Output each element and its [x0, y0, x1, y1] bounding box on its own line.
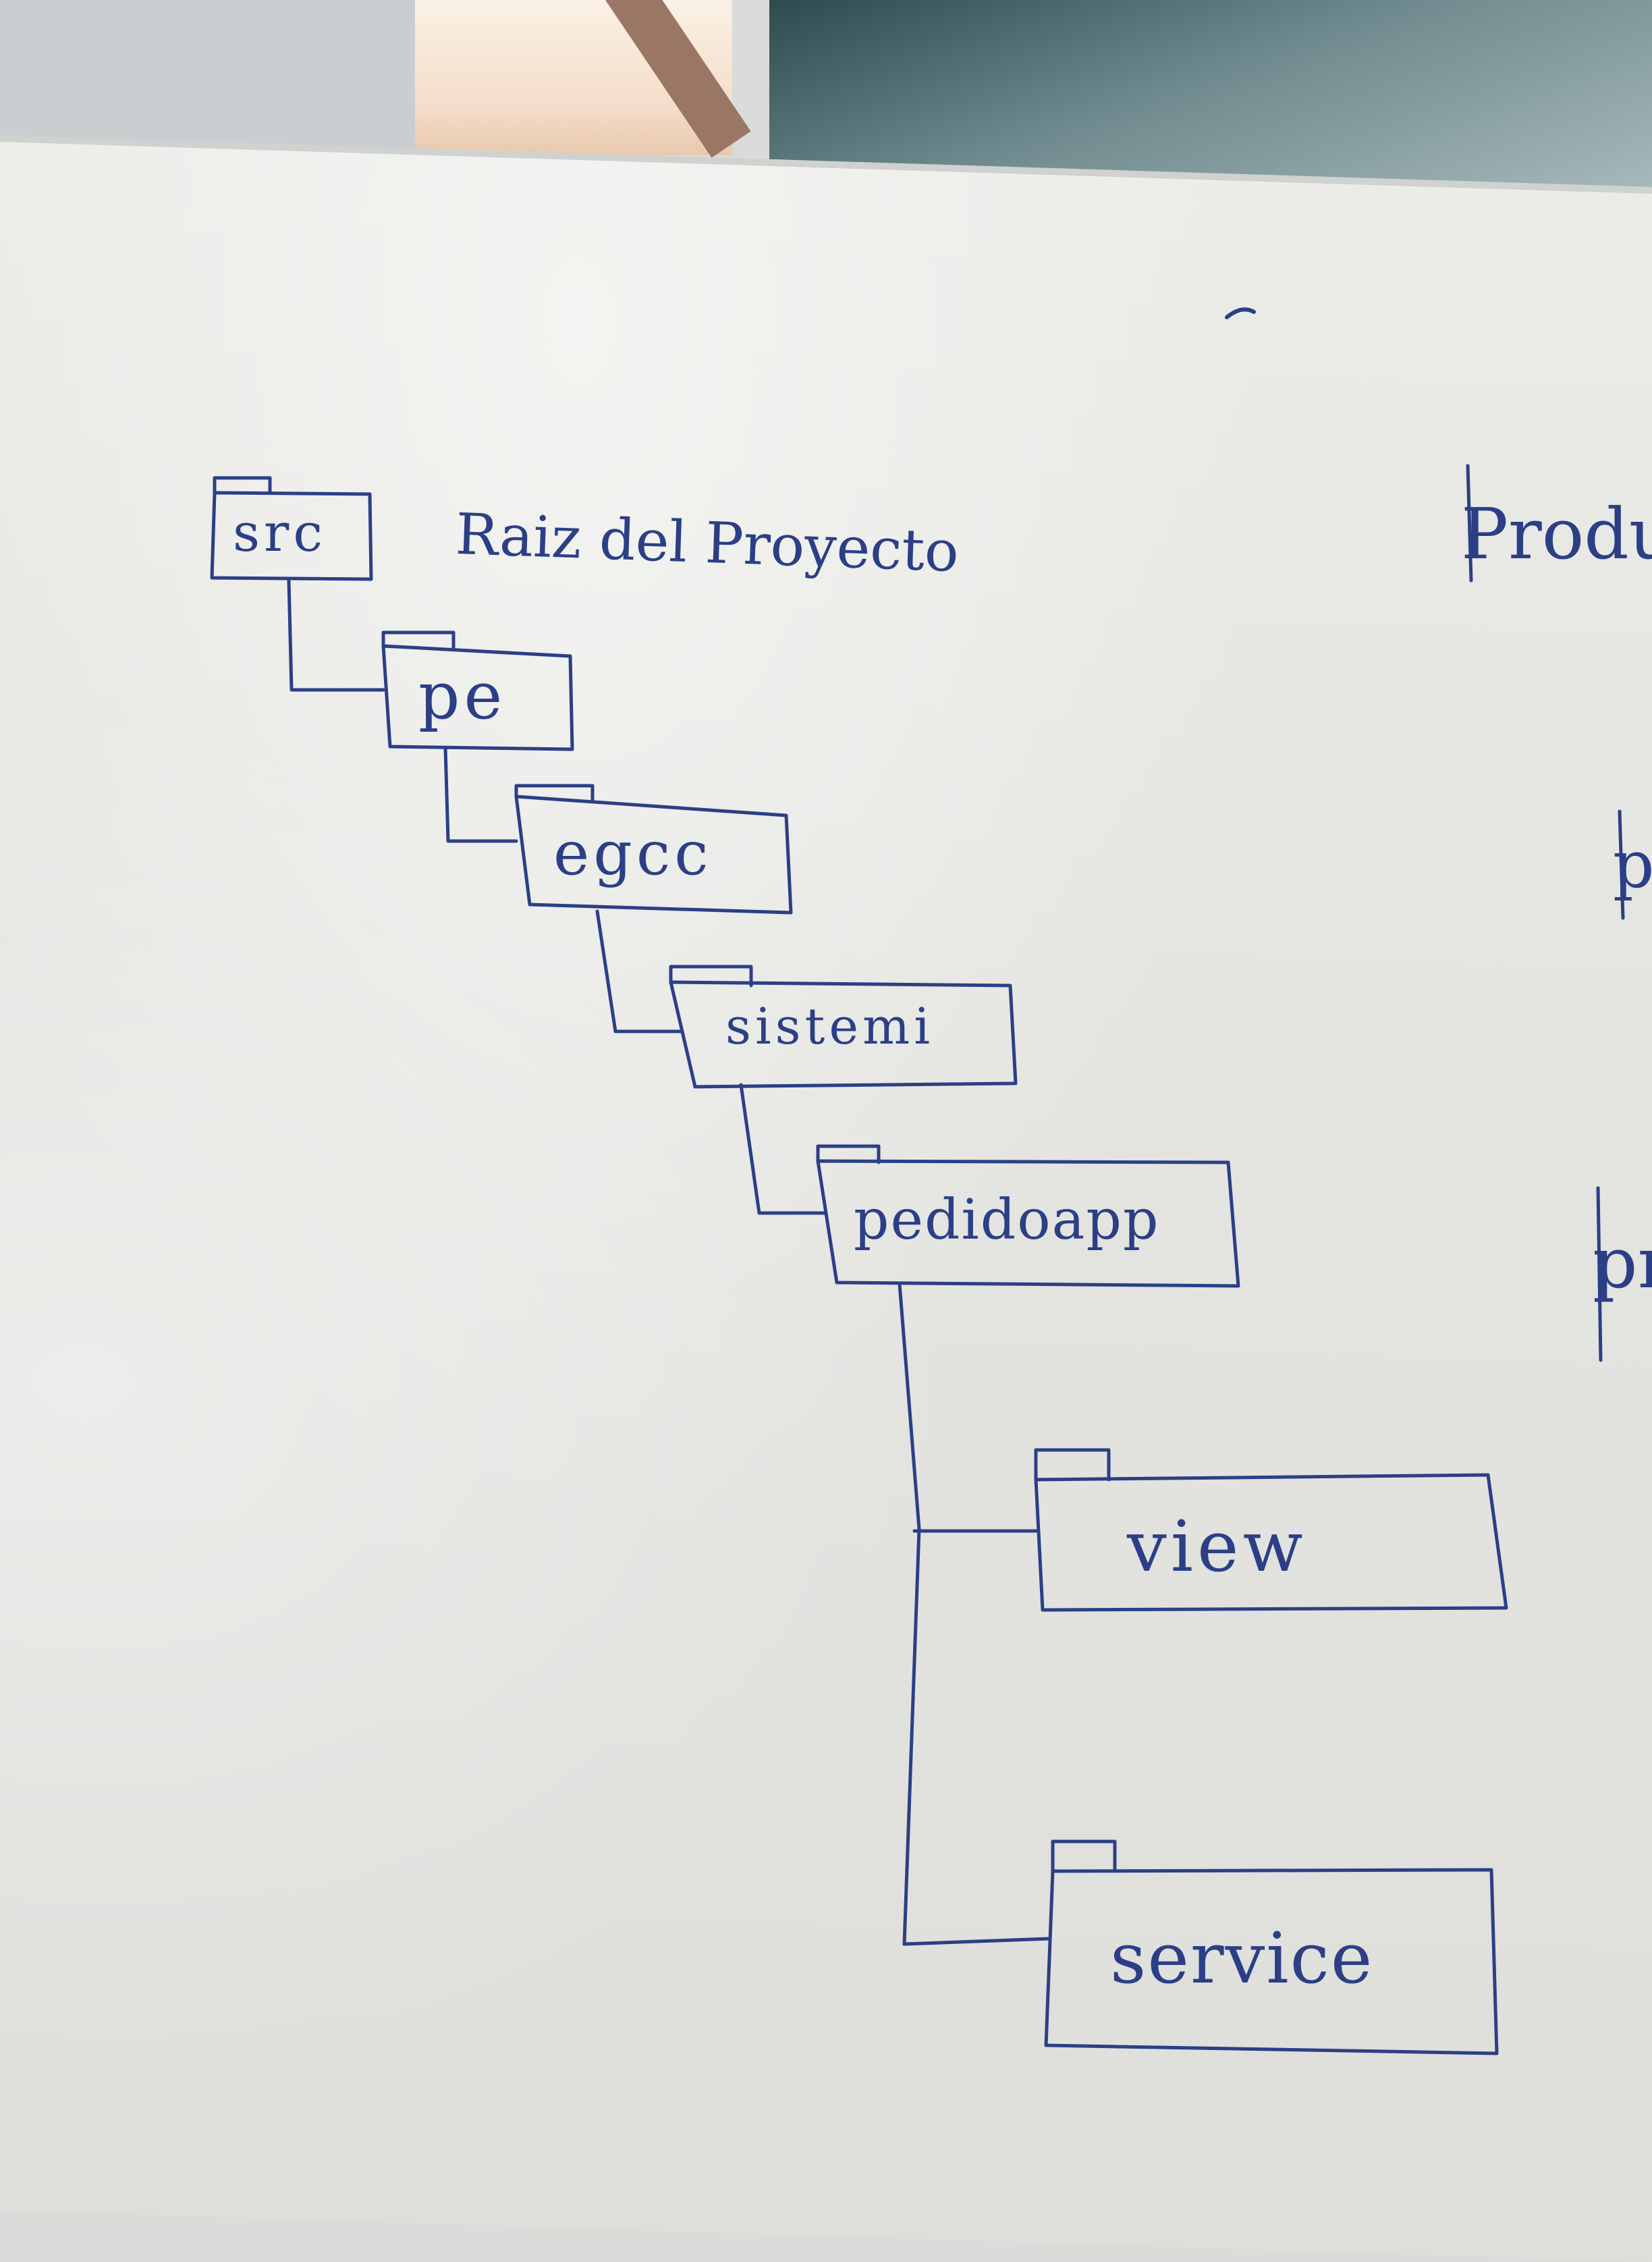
connector-src-pe [287, 578, 385, 692]
folder-view-body [1034, 1473, 1508, 1612]
right-fragment-2: pr [1593, 1222, 1652, 1304]
folder-egcc-tab [514, 784, 595, 804]
folder-sistemi-body [669, 980, 1018, 1089]
folder-service-tab [1051, 1839, 1117, 1873]
package-diagram-lines [210, 307, 1625, 2055]
folder-pe-tab [381, 630, 456, 650]
connector-trunk-service [902, 1937, 1051, 1946]
right-mark-2 [1596, 1186, 1603, 1362]
connector-pe-egcc [443, 746, 518, 843]
package-label-src: src [233, 503, 327, 564]
right-fragment-1: p [1613, 827, 1652, 903]
package-diagram: src Raiz del Proyecto pe egcc sistemi pe… [210, 307, 1652, 2055]
package-label-egcc: egcc [553, 818, 713, 889]
folder-pedidoapp-body [816, 1159, 1240, 1288]
connector-pedidoapp-trunk [898, 1282, 921, 1946]
package-label-pe: pe [418, 658, 507, 734]
stray-mark [1225, 307, 1256, 319]
folder-sistemi-tab [669, 965, 753, 988]
folder-view-tab [1034, 1448, 1111, 1482]
folder-egcc-body [514, 795, 793, 915]
right-heading-stem [1466, 464, 1473, 583]
folder-pedidoapp-tab [816, 1144, 881, 1164]
ceiling-left [0, 0, 418, 155]
folder-src-tab [213, 476, 272, 495]
folder-src-body [210, 491, 373, 581]
folder-pe-body [381, 644, 574, 751]
folder-service-body [1044, 1868, 1499, 2055]
right-heading: Produc [1461, 493, 1652, 575]
right-mark-1 [1618, 809, 1625, 920]
package-label-sistemi: sistemi [725, 998, 934, 1056]
package-label-service: service [1110, 1917, 1374, 1999]
connector-sistemi-pedidoapp [739, 1083, 827, 1215]
package-label-pedidoapp: pedidoapp [854, 1188, 1160, 1252]
connector-egcc-sistemi [595, 909, 684, 1033]
package-label-view: view [1127, 1505, 1307, 1588]
